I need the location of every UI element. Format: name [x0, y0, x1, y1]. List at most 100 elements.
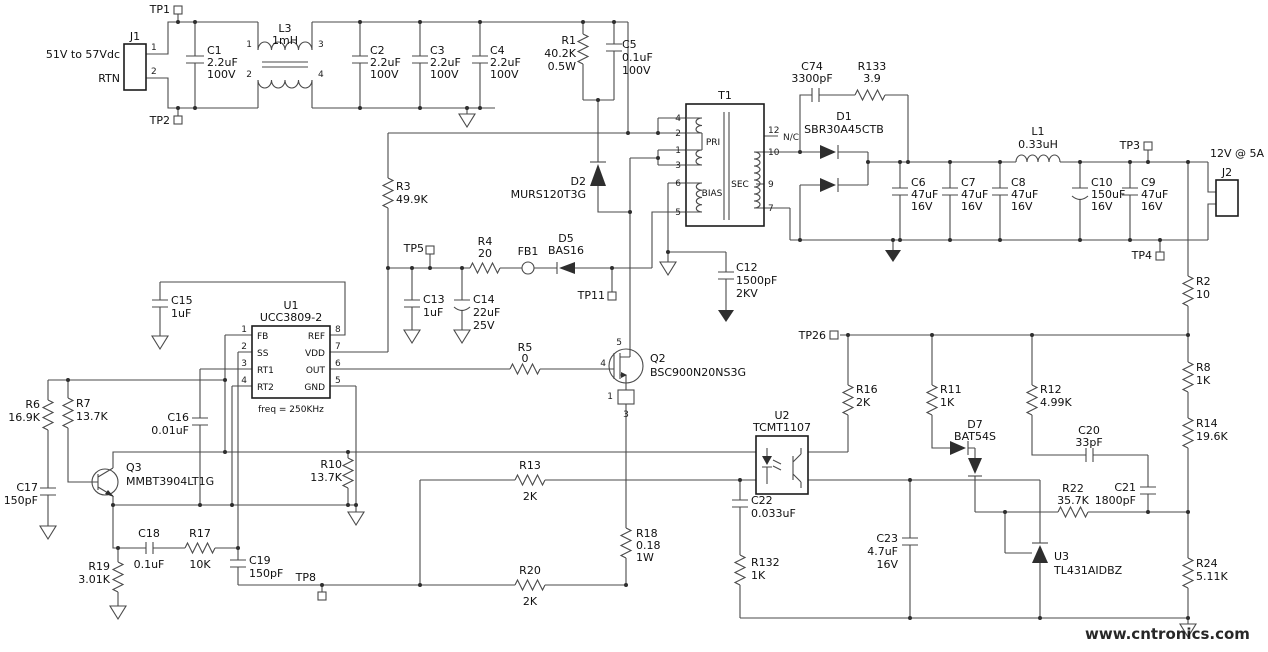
u1-pin2-name: SS	[257, 349, 269, 359]
c12-rating: 2KV	[736, 287, 758, 300]
ferrite-bead-icon	[521, 261, 535, 275]
r4-refdes: R4	[478, 235, 493, 248]
capacitor-C14: C14 22uF 25V	[453, 293, 500, 332]
tp1-flag-icon	[173, 5, 183, 15]
capacitor-C18: C18 0.1uF	[134, 527, 165, 571]
wire-secondary	[754, 94, 1216, 624]
c10-refdes: C10	[1091, 176, 1113, 189]
tp11-label: TP11	[577, 289, 605, 302]
r16-value: 2K	[856, 396, 871, 409]
choke-L3: L3 1mH 1 3 2 4	[246, 22, 324, 89]
r6-refdes: R6	[25, 398, 40, 411]
c6-rating: 16V	[911, 200, 933, 213]
d7-refdes: D7	[967, 418, 982, 431]
r4-value: 20	[478, 247, 492, 260]
r16-refdes: R16	[856, 383, 878, 396]
c14-refdes: C14	[473, 293, 495, 306]
t1-bias-label: BIAS	[702, 189, 723, 199]
watermark-link[interactable]: www.cntronics.com	[1085, 625, 1250, 643]
r13-refdes: R13	[519, 459, 541, 472]
r24-refdes: R24	[1196, 557, 1218, 570]
d2-part: MURS120T3G	[511, 188, 586, 201]
c23-value: 4.7uF	[867, 545, 898, 558]
capacitor-C2: C2 2.2uF 100V	[352, 44, 401, 81]
ground-icon	[403, 329, 421, 345]
ic-U1: U1 UCC3809-2 freq = 250KHz 1 2 3 4 FB SS…	[241, 299, 341, 415]
r22-value: 35.7K	[1057, 494, 1089, 507]
r133-value: 3.9	[863, 72, 881, 85]
tp5-flag-icon	[425, 245, 435, 255]
diode-icon	[820, 145, 836, 159]
c3-refdes: C3	[430, 44, 445, 57]
diode-icon	[590, 164, 606, 186]
t1-pin12: 12	[768, 126, 779, 136]
u1-pin4-num: 4	[241, 376, 247, 386]
npn-icon	[91, 468, 119, 496]
q3-part: MMBT3904LT1G	[126, 475, 214, 488]
u2-refdes: U2	[774, 409, 789, 422]
inductor-L1: L1 0.33uH	[1015, 125, 1061, 163]
diode-D5: D5 BAS16	[548, 232, 584, 274]
t1-pin9: 9	[768, 180, 774, 190]
c19-value: 150pF	[249, 567, 283, 580]
shunt-ref-icon	[1032, 545, 1048, 563]
diode-icon	[968, 458, 982, 474]
power-ground-icon	[718, 310, 734, 322]
r19-value: 3.01K	[78, 573, 110, 586]
l3-pin3: 3	[318, 40, 324, 50]
r3-refdes: R3	[396, 180, 411, 193]
resistor-R19: R19 3.01K	[78, 560, 124, 593]
c15-refdes: C15	[171, 294, 193, 307]
c15-value: 1uF	[171, 307, 191, 320]
c16-value: 0.01uF	[151, 424, 189, 437]
r5-value: 0	[522, 352, 529, 365]
c7-refdes: C7	[961, 176, 976, 189]
tp3-label: TP3	[1119, 139, 1140, 152]
input-voltage-label: 51V to 57Vdc	[46, 48, 120, 61]
u1-pin6-name: OUT	[306, 366, 326, 376]
c19-refdes: C19	[249, 554, 271, 567]
c7-value: 47uF	[961, 188, 988, 201]
fb1-refdes: FB1	[518, 245, 539, 258]
q2-part: BSC900N20NS3G	[650, 366, 746, 379]
r24-value: 5.11K	[1196, 570, 1228, 583]
u1-pin1-name: FB	[257, 332, 268, 342]
mosfet-Q2: 4 5 1 3 Q2 BSC900N20NS3G	[600, 338, 746, 420]
resistor-R10: R10 13.7K	[310, 457, 354, 489]
r7-value: 13.7K	[76, 410, 108, 423]
connector-J2: J2 12V @ 5A	[1210, 147, 1264, 217]
q2-drain-pin: 5	[616, 338, 622, 348]
u1-pin7-num: 7	[335, 342, 341, 352]
c10-value: 150uF	[1091, 188, 1125, 201]
resistor-R6: R6 16.9K	[8, 398, 54, 431]
l3-refdes: L3	[278, 22, 291, 35]
c21-refdes: C21	[1114, 481, 1136, 494]
ground-symbols	[39, 113, 1197, 639]
c14-rating: 25V	[473, 319, 495, 332]
t1-pin7: 7	[768, 204, 774, 214]
c9-rating: 16V	[1141, 200, 1163, 213]
u1-pin4-name: RT2	[257, 383, 274, 393]
u1-pin5-name: GND	[304, 383, 325, 393]
resistor-R20: R20 2K	[514, 564, 546, 608]
capacitor-C21: C21 1800pF	[1095, 481, 1156, 507]
c23-rating: 16V	[876, 558, 898, 571]
ground-icon	[659, 261, 677, 277]
q2-refdes: Q2	[650, 352, 666, 365]
u1-pin1-num: 1	[241, 325, 247, 335]
capacitor-C16: C16 0.01uF	[151, 411, 208, 437]
r14-refdes: R14	[1196, 417, 1218, 430]
u1-part: UCC3809-2	[260, 311, 322, 324]
c3-rating: 100V	[430, 68, 459, 81]
l3-pin2: 2	[246, 70, 252, 80]
tp11-flag-icon	[607, 291, 617, 301]
r17-refdes: R17	[189, 527, 211, 540]
diode-D7: D7 BAT54S	[950, 418, 996, 477]
t1-pri-label: PRI	[706, 138, 720, 148]
u1-pin8-num: 8	[335, 325, 341, 335]
r6-value: 16.9K	[8, 411, 40, 424]
c4-refdes: C4	[490, 44, 505, 57]
c5-refdes: C5	[622, 38, 637, 51]
c74-value: 3300pF	[791, 72, 832, 85]
d5-part: BAS16	[548, 244, 584, 257]
